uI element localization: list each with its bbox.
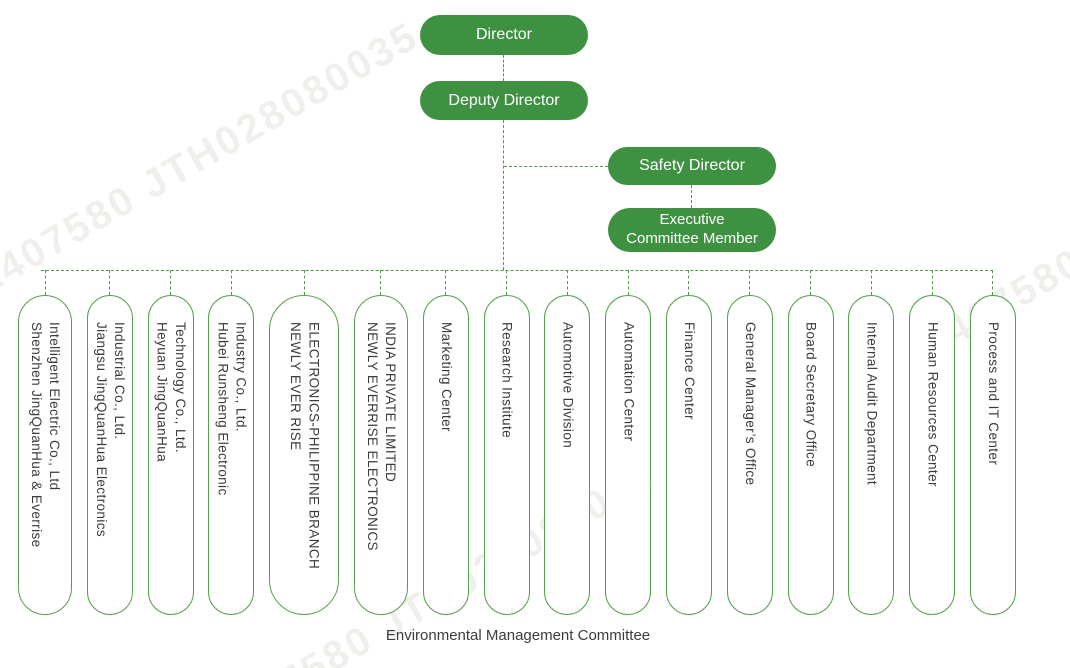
unit-connector-stub <box>931 270 933 295</box>
org-unit-pill: Internal Audit Department <box>848 295 895 615</box>
org-unit-label: Human Resources Center <box>925 322 941 487</box>
unit-connector-stub <box>445 270 447 295</box>
org-unit-label: NEWLY EVER RISE ELECTRONICS-PHILIPPINE B… <box>288 322 322 570</box>
unit-heyuan-jingquanhua-technology: Heyuan JingQuanHua Technology Co., Ltd. <box>147 270 194 615</box>
connector-director-deputy <box>503 55 504 81</box>
connector-deputy-rail <box>503 120 504 270</box>
node-safety-director-label: Safety Director <box>639 157 745 174</box>
unit-jiangsu-jingquanhua-electronics: Jiangsu JingQuanHua Electronics Industri… <box>86 270 133 615</box>
org-unit-pill: Finance Center <box>665 295 712 615</box>
unit-connector-stub <box>566 270 568 295</box>
unit-automotive-division: Automotive Division <box>544 270 591 615</box>
node-safety-director: Safety Director <box>608 147 776 185</box>
unit-process-and-it-center: Process and IT Center <box>969 270 1016 615</box>
org-unit-label: Process and IT Center <box>986 322 1002 466</box>
unit-research-institute: Research Institute <box>483 270 530 615</box>
connector-safety-executive <box>691 185 692 208</box>
unit-connector-stub <box>992 270 994 295</box>
unit-internal-audit-department: Internal Audit Department <box>848 270 895 615</box>
unit-connector-stub <box>810 270 812 295</box>
org-unit-pill: NEWLY EVERRISE ELECTRONICS INDIA PRIVATE… <box>353 295 408 615</box>
connector-horizontal-rail <box>41 270 993 271</box>
unit-marketing-center: Marketing Center <box>422 270 469 615</box>
org-unit-label: General Manager’s Office <box>742 322 758 486</box>
unit-automation-center: Automation Center <box>605 270 652 615</box>
unit-hubei-runsheng-electronic: Hubei Runsheng Electronic Industry Co., … <box>208 270 255 615</box>
org-unit-pill: Human Resources Center <box>909 295 956 615</box>
unit-shenzhen-jingquanhua-everrise: Shenzhen JingQuanHua & Everrise Intellig… <box>18 270 72 615</box>
org-unit-pill: Board Secretary Office <box>787 295 834 615</box>
unit-connector-stub <box>870 270 872 295</box>
org-unit-label: Board Secretary Office <box>803 322 819 468</box>
org-unit-pill: Shenzhen JingQuanHua & Everrise Intellig… <box>18 295 72 615</box>
unit-board-secretary-office: Board Secretary Office <box>787 270 834 615</box>
org-unit-label: Shenzhen JingQuanHua & Everrise Intellig… <box>29 322 63 548</box>
chart-caption: Environmental Management Committee <box>385 627 651 644</box>
node-director-label: Director <box>475 26 532 43</box>
org-unit-pill: General Manager’s Office <box>726 295 773 615</box>
org-unit-pill: Automation Center <box>605 295 652 615</box>
node-executive-committee-member-label: Executive Committee Member <box>626 211 758 247</box>
node-deputy-director: Deputy Director <box>420 81 588 120</box>
node-deputy-director-label: Deputy Director <box>448 91 560 109</box>
org-unit-label: Internal Audit Department <box>864 322 880 486</box>
org-unit-pill: Heyuan JingQuanHua Technology Co., Ltd. <box>147 295 194 615</box>
unit-connector-stub <box>170 270 172 295</box>
org-unit-label: Finance Center <box>682 322 698 420</box>
org-unit-label: Research Institute <box>499 322 515 439</box>
unit-connector-stub <box>44 270 46 295</box>
org-unit-pill: Jiangsu JingQuanHua Electronics Industri… <box>86 295 133 615</box>
org-unit-label: Jiangsu JingQuanHua Electronics Industri… <box>93 322 128 538</box>
org-unit-label: Hubei Runsheng Electronic Industry Co., … <box>215 322 249 496</box>
unit-connector-stub <box>303 270 305 295</box>
watermark-text: 2407580 JTH028080035 <box>0 13 427 304</box>
org-unit-pill: Marketing Center <box>422 295 469 615</box>
unit-connector-stub <box>380 270 382 295</box>
unit-connector-stub <box>230 270 232 295</box>
unit-finance-center: Finance Center <box>665 270 712 615</box>
org-unit-label: Automation Center <box>621 322 637 442</box>
unit-human-resources-center: Human Resources Center <box>909 270 956 615</box>
org-unit-pill: Hubei Runsheng Electronic Industry Co., … <box>208 295 255 615</box>
org-unit-label: NEWLY EVERRISE ELECTRONICS INDIA PRIVATE… <box>364 322 399 551</box>
connector-branch-safety-director <box>504 166 608 167</box>
unit-connector-stub <box>506 270 508 295</box>
org-unit-label: Heyuan JingQuanHua Technology Co., Ltd. <box>154 322 188 463</box>
unit-newly-everrise-india-private-limited: NEWLY EVERRISE ELECTRONICS INDIA PRIVATE… <box>353 270 408 615</box>
org-unit-pill: Automotive Division <box>544 295 591 615</box>
unit-connector-stub <box>688 270 690 295</box>
node-director: Director <box>420 15 588 55</box>
unit-connector-stub <box>109 270 111 295</box>
unit-newly-ever-rise-philippine-branch: NEWLY EVER RISE ELECTRONICS-PHILIPPINE B… <box>269 270 340 615</box>
org-unit-pill: Process and IT Center <box>969 295 1016 615</box>
node-executive-committee-member: Executive Committee Member <box>608 208 776 252</box>
org-unit-pill: Research Institute <box>483 295 530 615</box>
unit-general-managers-office: General Manager’s Office <box>726 270 773 615</box>
org-unit-label: Marketing Center <box>438 322 454 432</box>
org-unit-pill: NEWLY EVER RISE ELECTRONICS-PHILIPPINE B… <box>269 295 340 615</box>
org-unit-label: Automotive Division <box>560 322 576 449</box>
committee-units-row: Shenzhen JingQuanHua & Everrise Intellig… <box>18 270 1016 615</box>
unit-connector-stub <box>627 270 629 295</box>
unit-connector-stub <box>749 270 751 295</box>
